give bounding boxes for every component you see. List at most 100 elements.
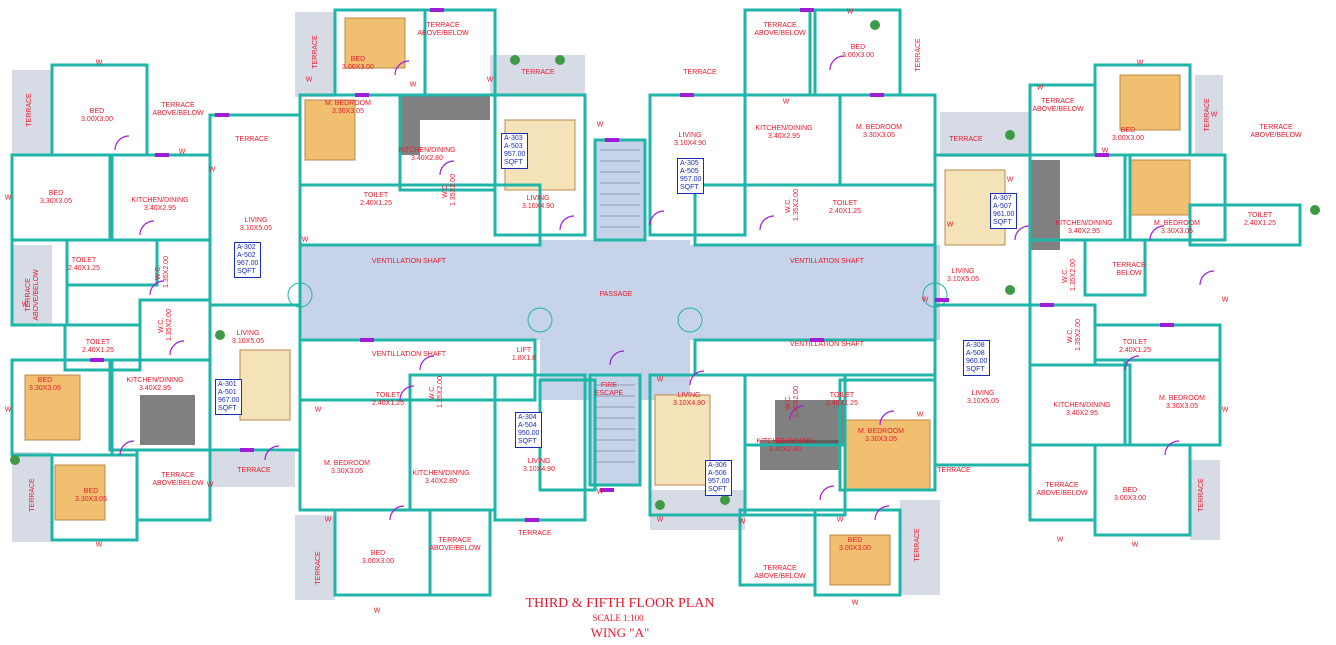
room-label-mbed-3: M. BEDROOM 3.30X3.05 [856, 124, 902, 139]
window-label: W [4, 406, 12, 414]
window-label: W [4, 194, 12, 202]
kitchen-counter [775, 400, 845, 445]
door-swing [1164, 440, 1180, 456]
window-mark [1095, 153, 1109, 157]
window-label: W [782, 98, 790, 106]
window-label: W [656, 516, 664, 524]
terrace-floor [12, 452, 52, 542]
window-mark [355, 93, 369, 97]
unit-tag-line: A-301 [218, 381, 237, 388]
window-label: W [596, 488, 604, 496]
window-label: W [738, 518, 746, 526]
wall-outline [428, 508, 492, 597]
window-label: W [206, 481, 214, 489]
unit-tag-line: SQFT [708, 486, 727, 493]
plant [215, 330, 225, 340]
window-label: W [656, 376, 664, 384]
room-label-vent-3: VENTILLATION SHAFT [789, 258, 865, 265]
unit-tag-line: A-505 [680, 168, 699, 175]
room-label-living-5: LIVING 3.10X4.90 [674, 132, 706, 147]
window-label: W [946, 221, 954, 229]
unit-tag-line: A-506 [708, 470, 727, 477]
window-label: W [208, 166, 216, 174]
bed-furniture [1129, 159, 1191, 216]
room-label-terrace-17: TERRACE [237, 467, 271, 474]
terrace-floor [490, 55, 585, 95]
unit-tag-line: A-306 [708, 462, 727, 469]
terrace-floor [1195, 75, 1223, 155]
terrace-floor [12, 245, 52, 325]
door-swing [139, 220, 155, 236]
wall-outline [1083, 238, 1147, 297]
kitchen-counter [400, 95, 420, 155]
unit-tag-line: SQFT [680, 184, 699, 191]
door-swing [264, 445, 280, 461]
door-swing [1124, 355, 1140, 371]
unit-tag-line: A-508 [966, 350, 985, 357]
unit-tag-line: SQFT [218, 405, 237, 412]
room-label-terrace-15: TERRACE ABOVE/BELOW [1032, 98, 1084, 113]
room-label-mbed-6: M. BEDROOM 3.30X3.05 [858, 428, 904, 443]
bed-furniture [829, 534, 891, 586]
room-label-passage: PASSAGE [599, 291, 633, 298]
terrace-floor [650, 490, 745, 530]
window-mark [215, 113, 229, 117]
wall-outline [743, 8, 817, 97]
room-label-terrace-22: TERRACE [914, 528, 921, 562]
room-label-kitchen-7: KITCHEN/DINING 3.40X2.95 [1055, 220, 1113, 235]
unit-tag-line: 967.00 [218, 397, 240, 404]
room-label-kitchen-4: KITCHEN/DINING 3.40X2.80 [412, 470, 470, 485]
window-mark [360, 338, 374, 342]
room-label-terrace-5: TERRACE [312, 35, 319, 69]
room-label-vent-1: VENTILLATION SHAFT [371, 258, 447, 265]
door-swing [649, 210, 665, 226]
plant [510, 55, 520, 65]
bed-furniture [24, 374, 81, 441]
wall-outline [808, 8, 902, 97]
plan-wing: WING "A" [590, 625, 650, 640]
window-label: W [1131, 541, 1139, 549]
unit-tag-line: A-303 [504, 135, 523, 142]
room-label-vent-2: VENTILLATION SHAFT [371, 351, 447, 358]
window-label: W [1036, 84, 1044, 92]
room-label-terrace-3: TERRACE [235, 136, 269, 143]
room-label-terrace-23: TERRACE BELOW [1112, 262, 1146, 277]
room-label-kitchen-5: KITCHEN/DINING 3.40X2.95 [755, 125, 813, 140]
unit-tag-line: A-308 [966, 342, 985, 349]
room-label-terrace-20: TERRACE ABOVE/BELOW [1036, 482, 1088, 497]
terrace-floor [295, 12, 335, 97]
door-swing [829, 55, 845, 71]
room-label-terrace-19: TERRACE [518, 530, 552, 537]
room-label-toilet-5: TOILET 2.40X1.25 [829, 200, 861, 215]
window-label: W [851, 599, 859, 607]
door-swing [609, 350, 625, 366]
unit-tag-line: SQFT [237, 268, 256, 275]
room-label-terrace-12: TERRACE [683, 69, 717, 76]
room-label-wc-7: W.C. 1.35X2.00 [1062, 259, 1077, 291]
unit-tag-line: 950.00 [518, 430, 540, 437]
room-label-mbed-2: M. BEDROOM 3.30X3.05 [324, 460, 370, 475]
sofa-set [654, 394, 711, 486]
window-label: W [1136, 59, 1144, 67]
unit-tag-line: 957.00 [708, 478, 730, 485]
window-label: W [836, 516, 844, 524]
window-label: W [409, 81, 417, 89]
wall-outline [1188, 203, 1302, 247]
room-label-terrace-7: TERRACE ABOVE/BELOW [417, 22, 469, 37]
wall-outline [135, 448, 212, 522]
stair-floor [590, 375, 640, 485]
door-swing [119, 440, 135, 456]
room-label-toilet-6: TOILET 2.40X1.25 [826, 392, 858, 407]
room-label-wc-4: W.C. 1.35X2.00 [429, 376, 444, 408]
room-label-living-2: LIVING 3.10X5.05 [232, 330, 264, 345]
plant [1005, 130, 1015, 140]
sofa-set [239, 349, 291, 421]
room-label-living-7: LIVING 3.10X5.05 [947, 268, 979, 283]
